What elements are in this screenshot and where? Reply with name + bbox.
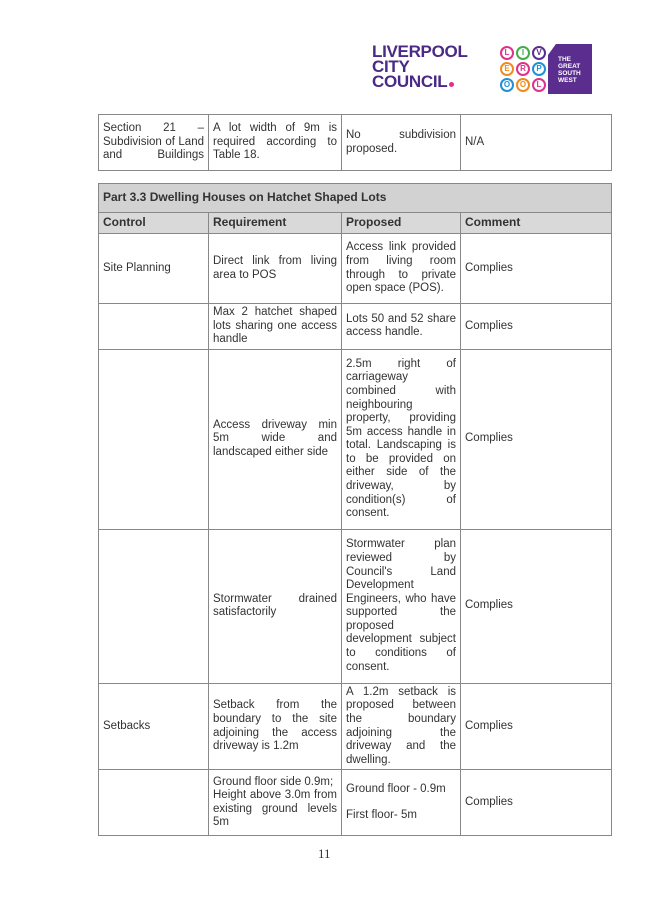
table-title-row: Part 3.3 Dwelling Houses on Hatchet Shap… [97,183,613,213]
comment-cell: Complies [459,303,613,350]
wordmark-line-2: CITY [372,57,410,76]
requirement-cell: A lot width of 9m is required according … [208,114,342,171]
comment-cell: N/A [460,114,612,171]
requirement-line: Ground floor side 0.9m; [213,775,334,788]
comment-cell: Complies [459,233,613,304]
table-row: Site Planning Direct link from living ar… [98,233,613,304]
control-cell: Setbacks [98,682,209,771]
table-row: Stormwater drained satisfactorily Stormw… [98,528,613,684]
table-row: Section 21 – Subdivision of Land and Bui… [98,114,612,171]
table-title: Part 3.3 Dwelling Houses on Hatchet Shap… [97,183,613,213]
proposed-cell: Lots 50 and 52 share access handle. [341,303,461,350]
control-cell: Section 21 – Subdivision of Land and Bui… [98,114,209,171]
previous-table-fragment: Section 21 – Subdivision of Land and Bui… [98,114,612,171]
proposed-cell: 2.5m right of carriageway combined with … [341,348,461,530]
council-logo: LIVERPOOL CITY COUNCIL L I V E R P O O L… [372,42,602,96]
proposed-cell: Ground floor - 0.9m First floor- 5m [341,769,461,837]
comment-cell: Complies [459,682,613,771]
table-row: Setbacks Setback from the boundary to th… [98,682,613,771]
table-row: Ground floor side 0.9m; Height above 3.0… [98,769,613,837]
proposed-cell: Stormwater plan reviewed by Council's La… [341,528,461,684]
great-south-west-badge: THE GREAT SOUTH WEST [548,44,592,94]
requirement-cell: Setback from the boundary to the site ad… [208,682,342,771]
table-header-row: Control Requirement Proposed Comment [98,212,613,234]
proposed-line: First floor- 5m [346,808,417,821]
control-cell [98,528,209,684]
column-header: Comment [459,212,613,234]
proposed-line: Ground floor - 0.9m [346,783,446,796]
control-cell [98,303,209,350]
control-cell: Site Planning [98,233,209,304]
requirement-cell: Access driveway min 5m wide and landscap… [208,348,342,530]
table-row: Max 2 hatchet shaped lots sharing one ac… [98,303,613,350]
council-wordmark: LIVERPOOL CITY COUNCIL [372,42,468,91]
control-cell [98,769,209,837]
table-row: Access driveway min 5m wide and landscap… [98,348,613,530]
column-header: Proposed [341,212,461,234]
proposed-cell: No subdivision proposed. [341,114,461,171]
control-cell [98,348,209,530]
column-header: Requirement [208,212,342,234]
comment-cell: Complies [459,348,613,530]
requirement-cell: Stormwater drained satisfactorily [208,528,342,684]
column-header: Control [98,212,209,234]
requirement-cell: Max 2 hatchet shaped lots sharing one ac… [208,303,342,350]
proposed-cell: A 1.2m setback is proposed between the b… [341,682,461,771]
page-number: 11 [318,846,331,861]
proposed-cell: Access link provided from living room th… [341,233,461,304]
comment-cell: Complies [459,769,613,837]
wordmark-line-1: LIVERPOOL [372,42,468,61]
wordmark-line-3: COUNCIL [372,72,448,91]
requirement-line: Height above 3.0m from existing ground l… [213,789,337,829]
liv-letters-mark: L I V E R P O O L [500,46,552,94]
compliance-table: Part 3.3 Dwelling Houses on Hatchet Shap… [97,183,613,837]
comment-cell: Complies [459,528,613,684]
requirement-cell: Direct link from living area to POS [208,233,342,304]
requirement-cell: Ground floor side 0.9m; Height above 3.0… [208,769,342,837]
